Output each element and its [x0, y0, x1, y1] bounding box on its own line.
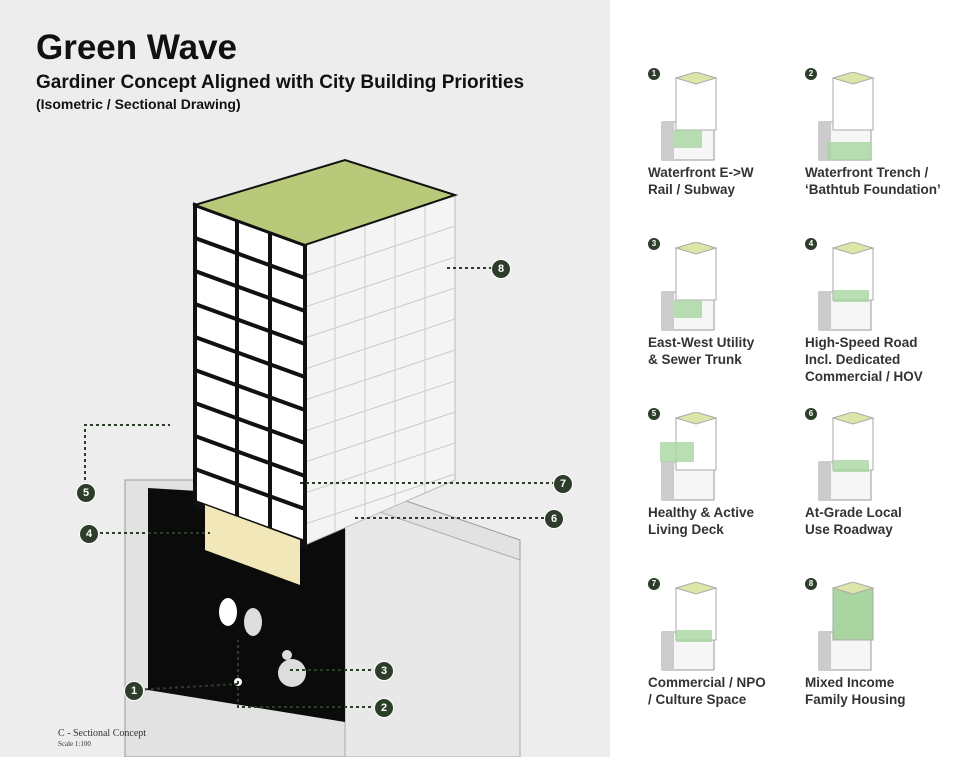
grid-line [194, 269, 306, 313]
grid-line [194, 335, 306, 379]
grid-line [304, 256, 456, 308]
grid-line [194, 434, 306, 478]
drawing-scale: Scale 1:100 [58, 740, 91, 748]
grid-line [304, 380, 456, 432]
grid-line [304, 225, 456, 277]
grid-line [194, 401, 306, 445]
grid-line [304, 287, 456, 339]
grid-line [304, 411, 456, 463]
building-thumbnail-icon [660, 412, 718, 501]
legend-label: Commercial / NPO / Culture Space [648, 675, 766, 707]
grid-line [304, 442, 456, 494]
marker-2: 2 [374, 698, 394, 718]
legend-badge: 8 [805, 578, 817, 590]
tunnel-arch [219, 598, 237, 626]
green-roof [191, 158, 459, 247]
page-subtitle: Gardiner Concept Aligned with City Build… [36, 72, 525, 93]
drawing-caption: C - Sectional Concept [58, 728, 147, 739]
legend-badge: 1 [648, 68, 660, 80]
grid-line [194, 236, 306, 280]
grid-line [194, 368, 306, 412]
building-thumbnail-icon [818, 242, 875, 331]
marker-8: 8 [491, 259, 511, 279]
commercial-space [205, 505, 300, 585]
utility-pipe [278, 659, 306, 687]
tunnel-arch [244, 608, 262, 636]
utility-pipe [282, 650, 292, 660]
marker-1: 1 [124, 681, 144, 701]
building-thumbnail-icon [818, 412, 875, 501]
marker-3: 3 [374, 661, 394, 681]
building-thumbnail-icon [818, 72, 875, 161]
legend-label: Waterfront E->W Rail / Subway [648, 165, 754, 197]
tower-front-grid [194, 220, 306, 544]
grid-line [304, 318, 456, 370]
legend-label: Healthy & Active Living Deck [648, 505, 755, 537]
legend-badge: 7 [648, 578, 660, 590]
marker-5: 5 [76, 483, 96, 503]
legend-badge: 3 [648, 238, 660, 250]
legend-badge: 5 [648, 408, 660, 420]
legend-label: High-Speed Road Incl. Dedicated Commerci… [805, 335, 923, 384]
legend-label: Waterfront Trench / ‘Bathtub Foundation’ [805, 165, 941, 197]
drawing-type: (Isometric / Sectional Drawing) [36, 96, 241, 112]
marker-7: 7 [553, 474, 573, 494]
marker-6: 6 [544, 509, 564, 529]
building-thumbnail-icon [661, 242, 718, 331]
tower-side [304, 194, 456, 546]
grid-line [304, 349, 456, 401]
page-title: Green Wave [36, 28, 238, 67]
grid-line [194, 302, 306, 346]
tower-side-grid [304, 205, 456, 532]
legend-label: East-West Utility & Sewer Trunk [648, 335, 755, 367]
building-thumbnail-icon [661, 582, 718, 671]
legend-badge: 4 [805, 238, 817, 250]
grid-line [194, 467, 306, 511]
grid-line [304, 473, 456, 525]
marker-4: 4 [79, 524, 99, 544]
legend-label: Mixed Income Family Housing [805, 675, 906, 707]
building-thumbnail-icon [818, 582, 875, 671]
legend-label: At-Grade Local Use Roadway [805, 505, 902, 537]
legend-badge: 6 [805, 408, 817, 420]
building-thumbnail-icon [661, 72, 718, 161]
legend-badge: 2 [805, 68, 817, 80]
